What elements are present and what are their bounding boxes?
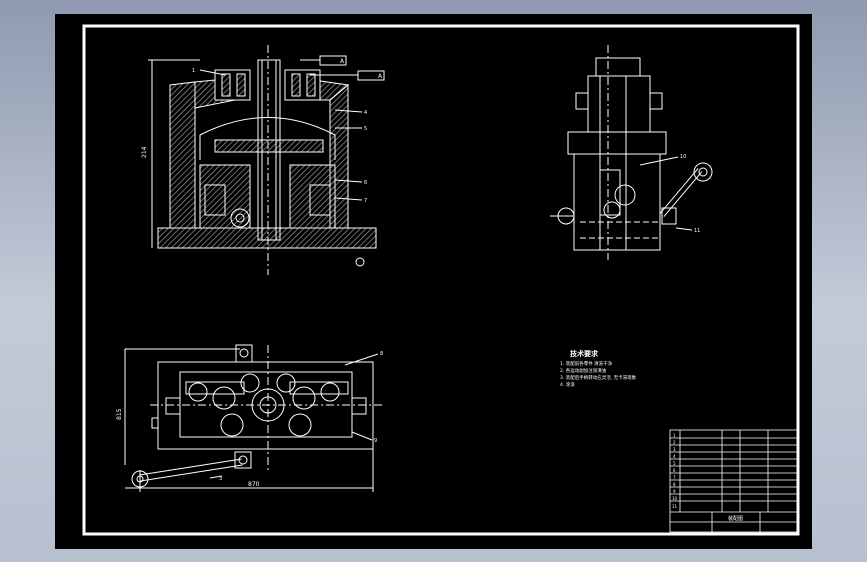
handle-bar-inner [139,459,243,481]
inner-cover [199,117,336,160]
callout-3: 3 [219,476,222,482]
row-number: 7 [673,475,676,480]
drawing-border [82,24,800,536]
top-view [124,344,385,492]
lower-body-right [289,164,336,228]
row-number: 9 [673,489,676,494]
callout-5: 5 [364,126,367,132]
crank-knob [693,162,713,182]
right-lug [649,92,663,110]
bearing-right-ring [306,73,316,97]
top-cap [595,57,641,77]
bore-left [204,184,226,216]
side-view [550,45,713,260]
gear-train [599,169,621,216]
section-marker [355,257,365,267]
planet-gear [320,382,340,402]
gear-disk [214,139,324,153]
main-shaft [257,59,281,241]
drive-pinion [230,208,250,228]
base-plate [157,227,377,249]
leader-line [334,109,363,113]
bore-right [309,184,331,216]
planet-gear [292,386,316,410]
title-block-frame [669,429,798,533]
bearing-right-ring [291,73,301,97]
bearing-left-ring [221,73,231,97]
leader-line [199,69,226,76]
tech-requirements-title: 技术要求 [570,349,599,358]
right-lug [351,397,367,415]
planet-gear [276,373,296,393]
crank-knob-hole [698,167,708,177]
arm [289,381,349,395]
planet-gear [212,386,236,410]
title-block-row-numbers: 1 2 3 4 5 6 7 8 9 10 11 [672,433,678,509]
gear [603,201,621,219]
top-boss [235,344,253,363]
callout-11: 11 [694,228,700,234]
top-dimension-width: 870 [248,481,260,488]
callout-8: 8 [380,351,383,357]
housing-outline [157,361,374,450]
top-dimension-height: 815 [116,408,123,420]
tech-requirement-line: 3. 装配后手柄转动应灵活, 无卡滞现象 [560,374,637,381]
center-bore [259,396,277,414]
row-number: 11 [672,504,678,509]
callout-1: 1 [192,68,195,74]
callout-4: 4 [364,110,367,116]
front-section-view [148,45,385,275]
leader-line [334,179,363,183]
callout-6: 6 [364,180,367,186]
tech-requirement-line: 1. 装配前各零件 清洗干净 [560,360,613,367]
tech-requirement-line: 2. 各运动副加注润滑油 [560,367,607,374]
row-number: 4 [673,454,676,459]
handle-hub-hole [238,455,248,465]
planet-gear [188,382,208,402]
top-boss-hole [239,348,249,358]
callout-10: 10 [680,154,686,160]
front-dimension-height: 214 [141,146,148,158]
housing-wall-left [169,81,196,228]
callout-9: 9 [374,438,377,444]
center-gear [251,388,285,422]
gear [614,184,636,206]
row-number: 5 [673,461,676,466]
side-tab [151,417,159,429]
leader-line [334,197,363,201]
leader-line [639,156,679,166]
row-number: 8 [673,482,676,487]
row-number: 3 [673,447,676,452]
tech-requirement-line: 4. 涂漆 [560,381,575,388]
leader-line [344,353,379,366]
tolerance-datum-1: A [340,58,345,65]
drive-pinion-hub [235,213,245,223]
planet-gear [240,373,260,393]
handle-hub [234,451,252,469]
leader-line [675,227,693,231]
leader-line [351,431,373,441]
crank-hub [661,207,677,225]
planet-gear [288,413,312,437]
upper-housing [587,75,651,133]
tolerance-datum-2: A [378,73,383,80]
row-number: 10 [672,496,678,501]
row-number: 2 [673,440,676,445]
drawing-name: 装配图 [728,515,743,522]
mid-flange [567,131,667,155]
lower-housing [573,153,661,251]
row-number: 1 [673,433,676,438]
leader-line [209,475,223,479]
left-lug [575,92,589,110]
left-lug [165,397,181,415]
row-number: 6 [673,468,676,473]
title-block [669,429,798,533]
planet-gear [220,413,244,437]
arm [185,381,245,395]
callout-7: 7 [364,198,367,204]
bearing-left-ring [236,73,246,97]
